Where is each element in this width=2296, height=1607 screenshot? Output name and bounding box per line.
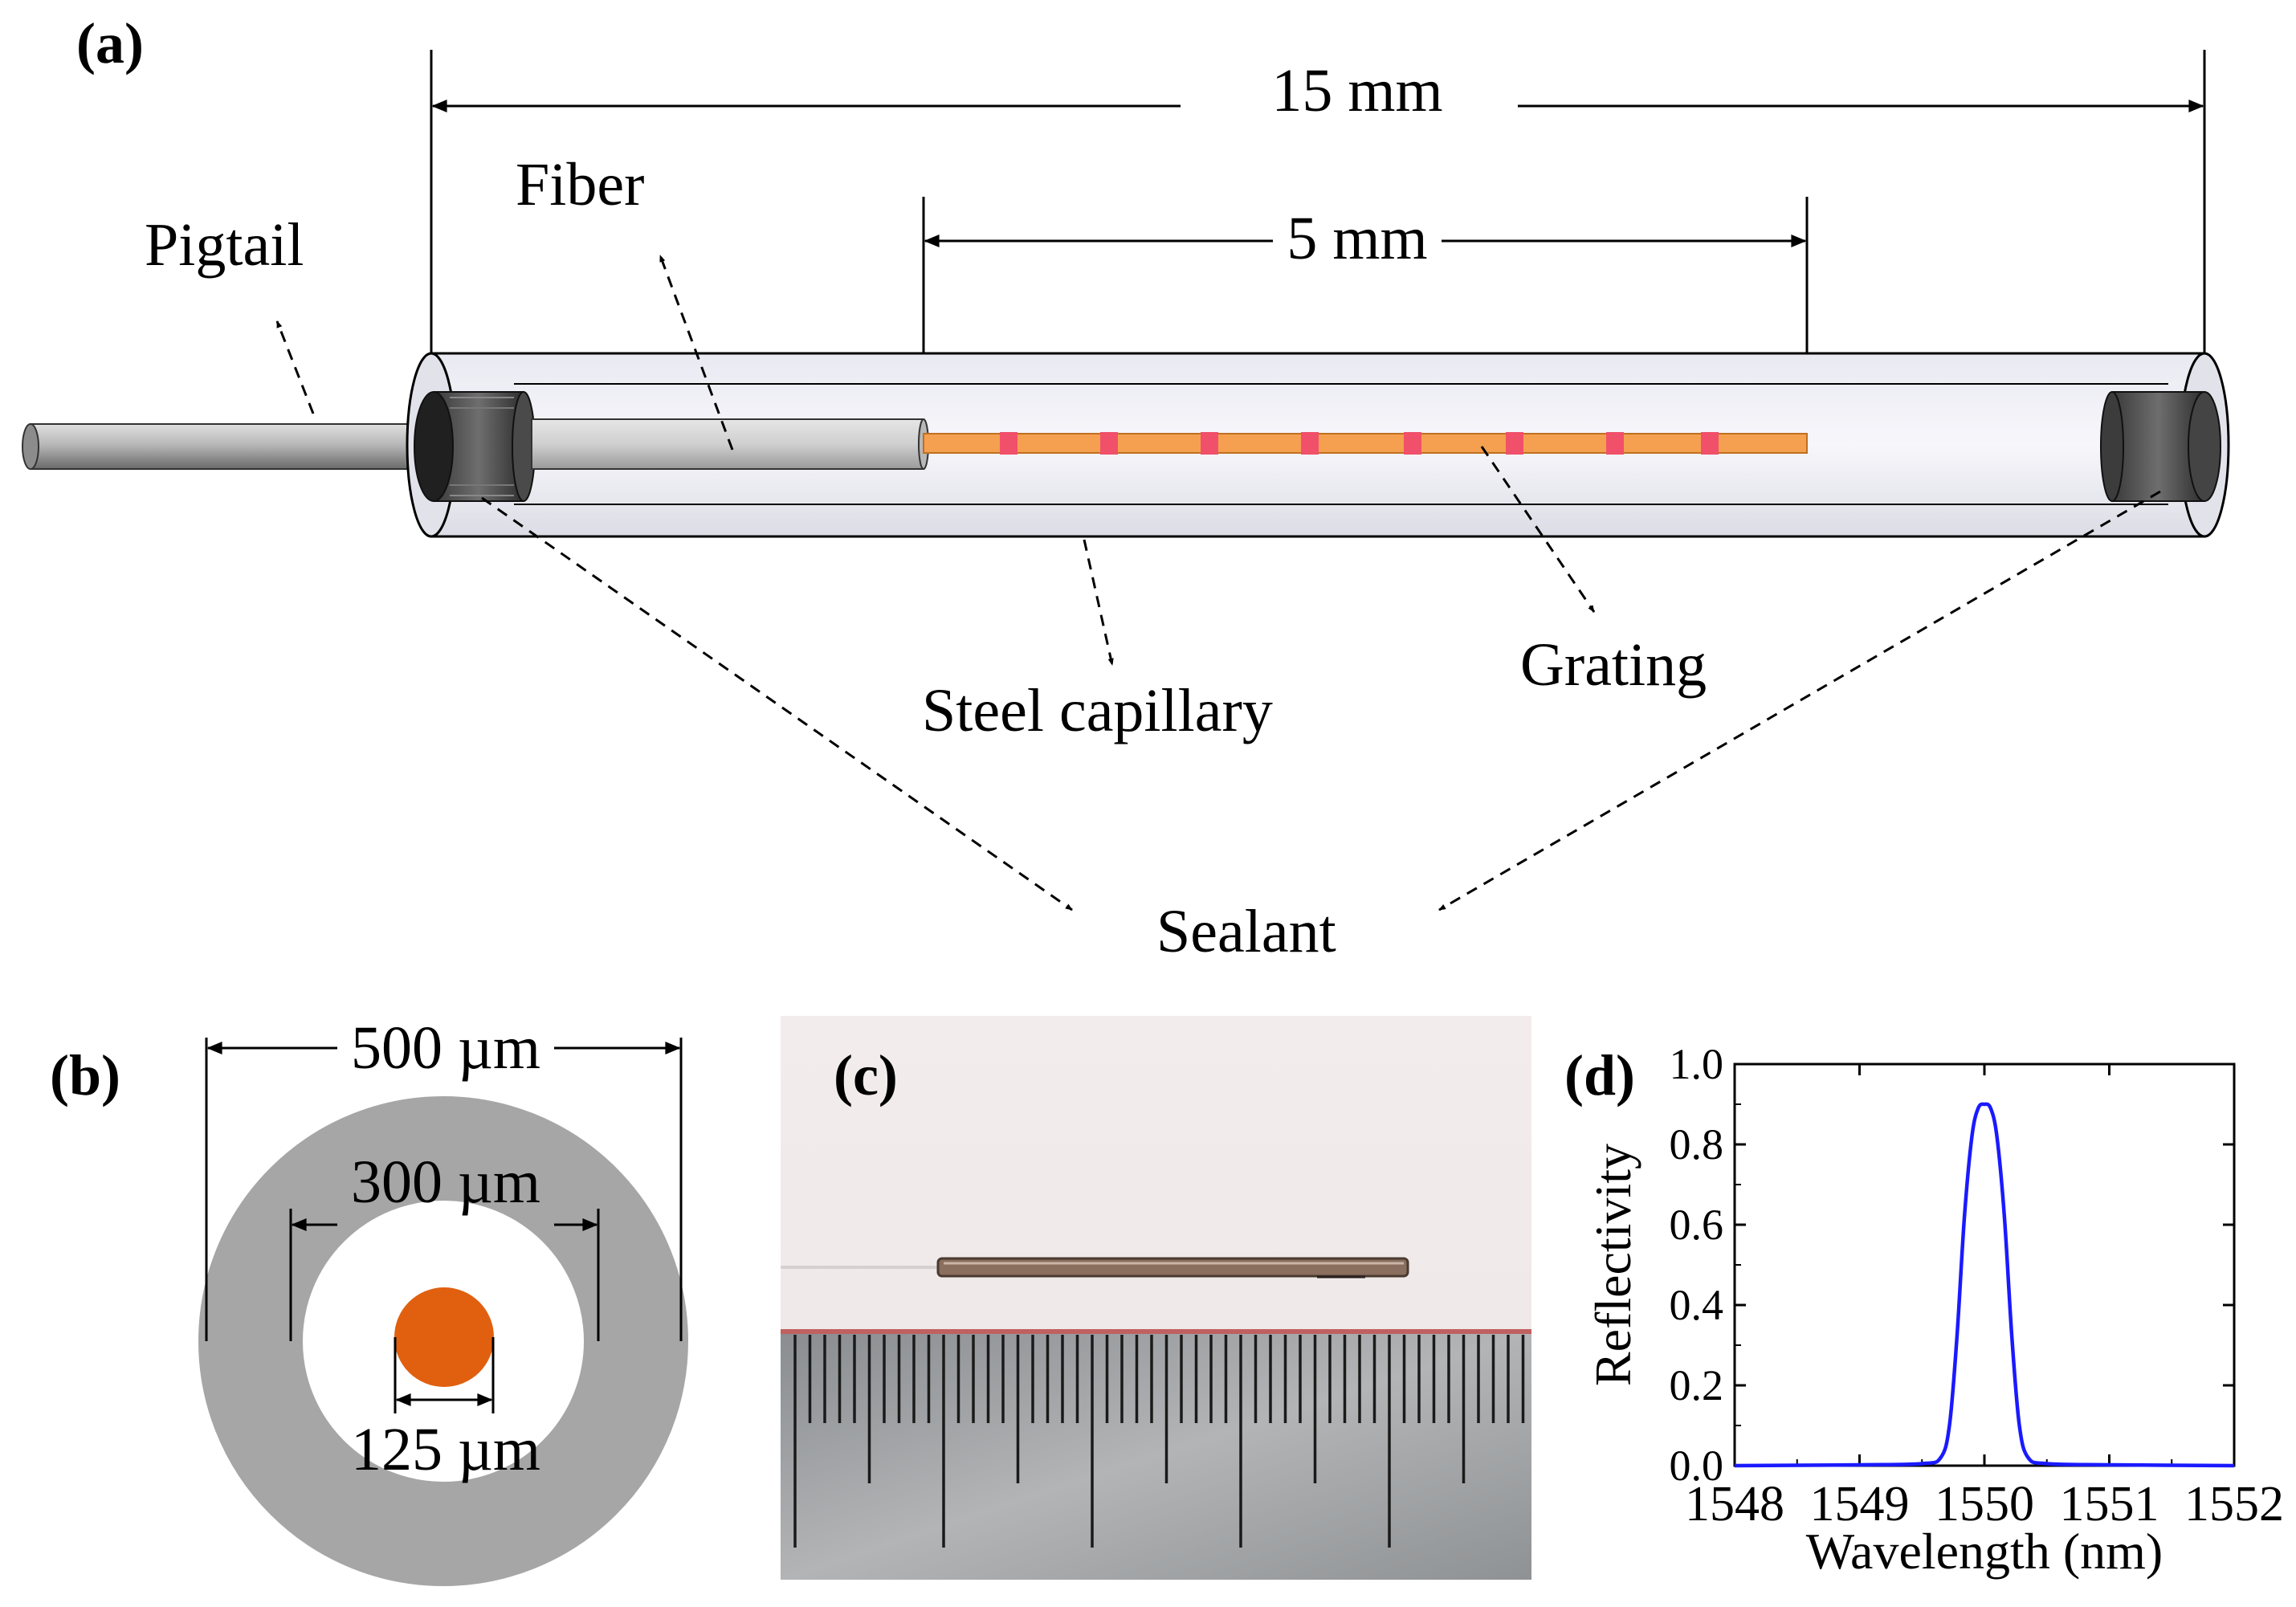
- dim-500-text: 500 µm: [351, 1014, 540, 1082]
- x-tick-label: 1550: [1935, 1477, 2034, 1532]
- y-tick-label: 0.8: [1670, 1120, 1724, 1169]
- x-tick-label: 1549: [1810, 1477, 1910, 1532]
- pointer-arrows: [275, 255, 2161, 912]
- fiber-cross-section: [394, 1287, 494, 1387]
- coated-fiber: [531, 418, 929, 470]
- label-fiber: Fiber: [516, 151, 644, 218]
- grating-mark: [1301, 432, 1319, 455]
- x-tick-label: 1552: [2184, 1477, 2284, 1532]
- y-tick-label: 0.0: [1670, 1442, 1724, 1490]
- pigtail-rod: [22, 423, 449, 470]
- dim-15mm-text: 15 mm: [1271, 57, 1442, 124]
- grating-mark: [1201, 432, 1218, 455]
- photo-sensor: [936, 1257, 1409, 1279]
- dim-300-text: 300 µm: [351, 1148, 540, 1216]
- ruler-ticks: [793, 1335, 1525, 1548]
- grating-mark: [1606, 432, 1624, 455]
- grating-mark: [1506, 432, 1523, 455]
- x-axis-label: Wavelength (nm): [1806, 1523, 2163, 1580]
- label-steel-capillary: Steel capillary: [922, 677, 1273, 744]
- x-tick-label: 1548: [1685, 1477, 1784, 1532]
- reflectivity-chart: 1548 1549 1550 1551 1552 0.0 0.2 0.4 0.6 0.8 1.0Wa…: [1584, 1040, 2284, 1580]
- dim-5mm-text: 5 mm: [1287, 205, 1427, 272]
- pointer-grating: [1480, 446, 1596, 613]
- panel-d-label: (d): [1564, 1043, 1635, 1107]
- x-tick-label: 1551: [2060, 1477, 2159, 1532]
- pointer-pigtail: [275, 320, 315, 414]
- panel-b-label: (b): [50, 1043, 120, 1107]
- label-pigtail: Pigtail: [145, 211, 304, 279]
- y-tick-label: 0.6: [1670, 1201, 1724, 1249]
- photo-ruler: [781, 1329, 1531, 1580]
- y-tick-label: 0.4: [1670, 1281, 1724, 1329]
- pointer-steel-capillary: [1083, 539, 1114, 666]
- dim-125-text: 125 µm: [351, 1416, 540, 1483]
- plot-frame: [1733, 1062, 2236, 1467]
- y-axis-label: Reflectivity: [1584, 1144, 1641, 1386]
- pointer-sealant-right: [1438, 490, 2161, 912]
- panel-b: (b) 500 µm 300 µm 125 µm: [50, 1014, 688, 1586]
- label-grating: Grating: [1520, 631, 1707, 699]
- grating-mark: [1701, 432, 1719, 455]
- fiber-grating: [923, 432, 1808, 455]
- y-tick-label: 1.0: [1670, 1040, 1724, 1088]
- grating-mark: [1404, 432, 1421, 455]
- pointer-fiber: [659, 255, 734, 451]
- grating-mark: [1100, 432, 1118, 455]
- left-sealant-plug: [414, 391, 536, 502]
- reflectivity-series-line: [1734, 1102, 2235, 1468]
- capillary-ring: [198, 1096, 688, 1586]
- right-sealant-plug: [2100, 391, 2221, 502]
- y-tick-label: 0.2: [1670, 1361, 1724, 1409]
- label-sealant: Sealant: [1156, 898, 1336, 965]
- grating-mark: [1000, 432, 1017, 455]
- panel-a: (a) 15 mm 5 mm: [22, 11, 2230, 965]
- pointer-sealant-left: [481, 496, 1073, 912]
- panel-c-label: (c): [834, 1043, 898, 1107]
- panel-a-label: (a): [76, 11, 144, 75]
- panel-c: (c): [781, 1016, 1531, 1580]
